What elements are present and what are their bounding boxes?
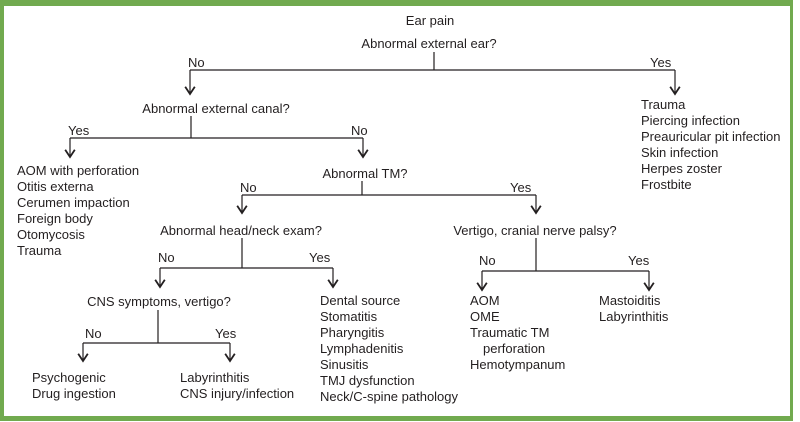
branch-label-external-ear-yes: Yes (650, 55, 672, 70)
outcome-item: Trauma (17, 243, 62, 258)
root-title: Ear pain (405, 13, 455, 28)
outcome-item: AOM with perforation (17, 163, 140, 178)
outcome-item: Sinusitis (320, 357, 369, 372)
branch-label-vertigo-yes: Yes (628, 253, 650, 268)
outcome-item: Frostbite (641, 177, 692, 192)
outcome-item: Drug ingestion (32, 386, 116, 401)
outcome-item: Foreign body (17, 211, 93, 226)
branch-label-external-canal-no: No (351, 123, 368, 138)
outcome-item: Traumatic TM perforation (470, 325, 550, 356)
branch-label-external-canal-yes: Yes (68, 123, 90, 138)
branch-label-head-neck-yes: Yes (309, 250, 331, 265)
outcome-item: Otitis externa (17, 179, 94, 194)
branch-label-head-neck-no: No (158, 250, 175, 265)
outcome-list-external-canal-yes: AOM with perforation Otitis externa Ceru… (17, 163, 139, 259)
outcome-item: Herpes zoster (641, 161, 722, 176)
outcome-item: CNS injury/infection (180, 386, 295, 401)
outcome-item: Hemotympanum (470, 357, 566, 372)
branch-label-vertigo-no: No (479, 253, 496, 268)
outcome-item: Psychogenic (32, 370, 106, 385)
outcome-item: AOM (470, 293, 500, 308)
outcome-item: OME (470, 309, 500, 324)
outcome-item: Dental source (320, 293, 401, 308)
outcome-list-head-neck-yes: Dental source Stomatitis Pharyngitis Lym… (320, 293, 458, 405)
outcome-item: Skin infection (641, 145, 719, 160)
outcome-item: Pharyngitis (320, 325, 385, 340)
outcome-item: Neck/C-spine pathology (320, 389, 459, 404)
outcome-item: Trauma (641, 97, 686, 112)
question-cns-vertigo: CNS symptoms, vertigo? (87, 294, 231, 309)
outcome-item: Otomycosis (17, 227, 85, 242)
outcome-item: Labyrinthitis (180, 370, 250, 385)
outcome-item: Cerumen impaction (17, 195, 130, 210)
outcome-list-external-ear-yes: Trauma Piercing infection Preauricular p… (641, 97, 780, 193)
branch-label-tm-no: No (240, 180, 257, 195)
branch-label-tm-yes: Yes (510, 180, 532, 195)
question-external-canal: Abnormal external canal? (142, 101, 290, 116)
branch-label-cns-yes: Yes (215, 326, 237, 341)
outcome-item: Stomatitis (320, 309, 378, 324)
branch-label-external-ear-no: No (188, 55, 205, 70)
outcome-item: Piercing infection (641, 113, 740, 128)
outcome-item: Preauricular pit infection (641, 129, 781, 144)
outcome-list-vertigo-yes: Mastoiditis Labyrinthitis (599, 293, 668, 325)
outcome-item: Lymphadenitis (320, 341, 404, 356)
question-tm: Abnormal TM? (322, 166, 408, 181)
outcome-list-cns-no: Psychogenic Drug ingestion (32, 370, 116, 402)
outcome-item: TMJ dysfunction (320, 373, 415, 388)
branch-label-cns-no: No (85, 326, 102, 341)
question-head-neck: Abnormal head/neck exam? (160, 223, 322, 238)
question-external-ear: Abnormal external ear? (361, 36, 497, 51)
outcome-item: Mastoiditis (599, 293, 661, 308)
outcome-list-vertigo-no: AOM OME Traumatic TM perforation Hemotym… (470, 293, 568, 373)
question-vertigo-palsy: Vertigo, cranial nerve palsy? (453, 223, 617, 238)
outcome-item: Labyrinthitis (599, 309, 669, 324)
outcome-list-cns-yes: Labyrinthitis CNS injury/infection (180, 370, 294, 402)
